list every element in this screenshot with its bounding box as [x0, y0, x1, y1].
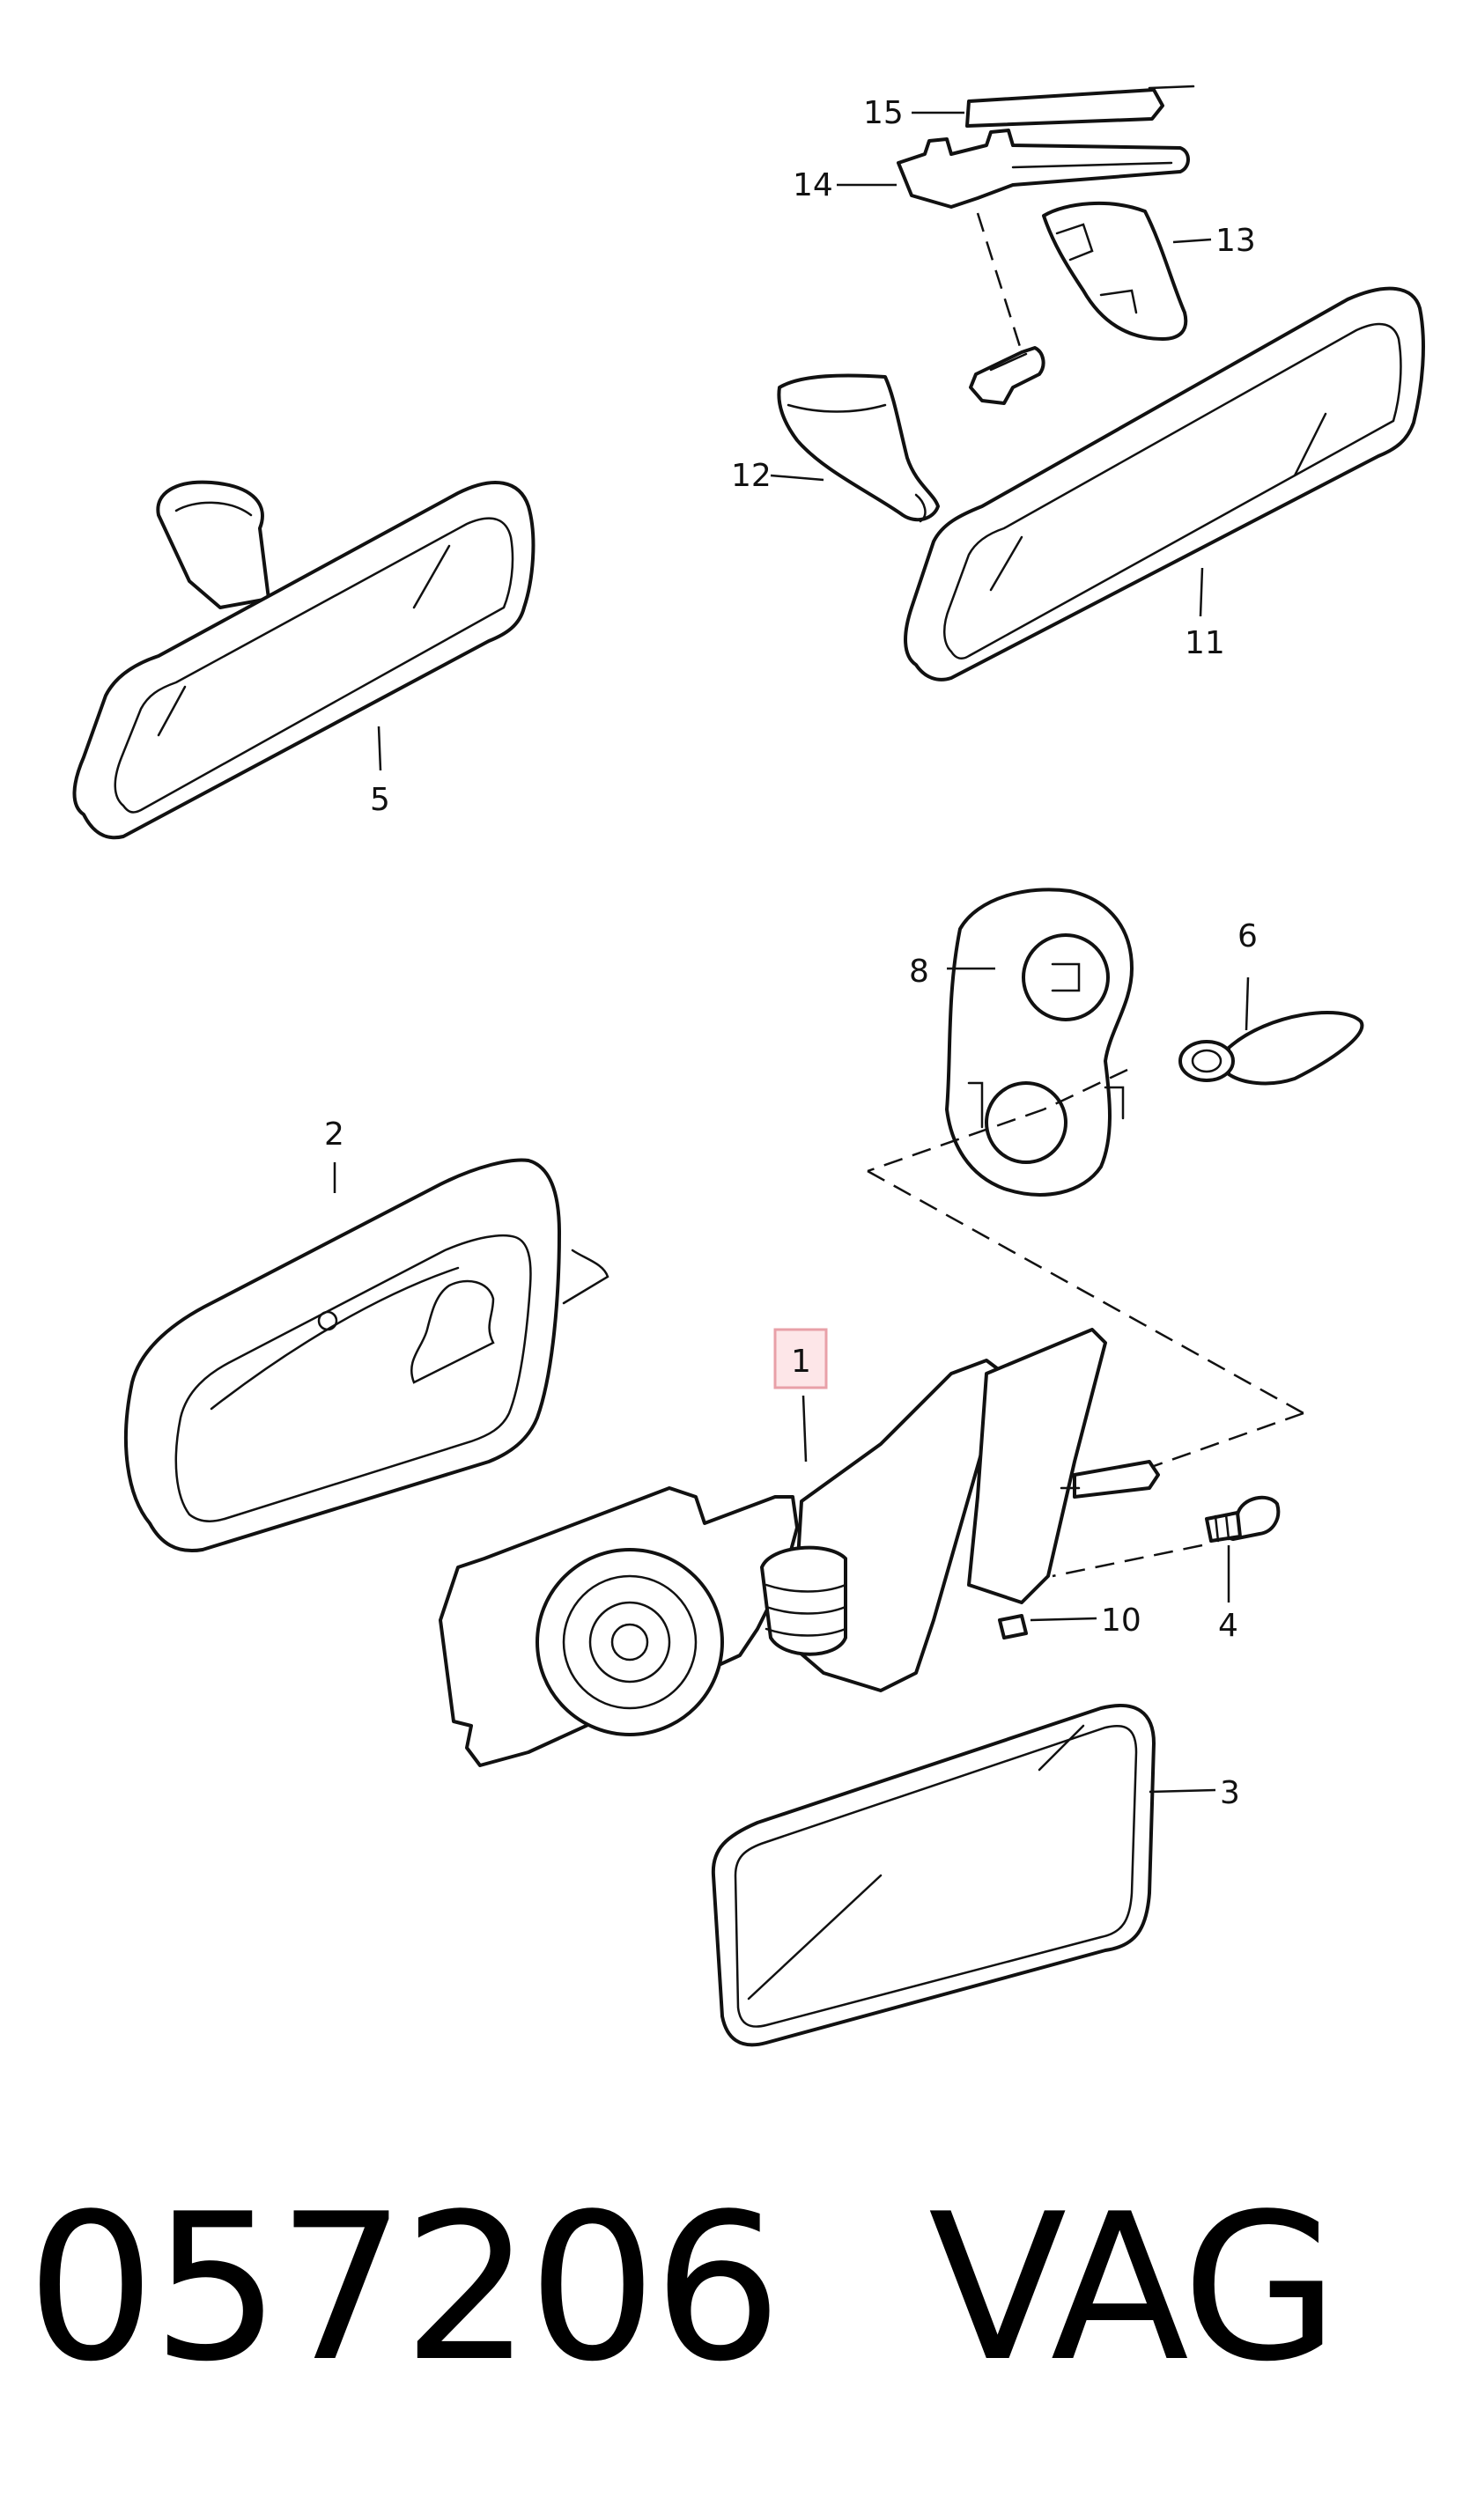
brand-name: VAG: [928, 2171, 1339, 2406]
part-5-interior-mirror: [72, 480, 536, 840]
callout-6: 6: [1237, 918, 1258, 954]
part-1-mirror-assembly: [439, 1328, 1160, 1767]
callouts: 15 14 13 12 11 5 8 6 2 1 10 4 3: [324, 95, 1258, 1811]
callout-12: 12: [731, 458, 772, 494]
callout-5: 5: [370, 782, 390, 818]
callout-1-highlight: [773, 1328, 828, 1389]
callout-10: 10: [1101, 1603, 1141, 1639]
part-number: 057206: [26, 2171, 782, 2406]
footer-caption: 057206 VAG: [26, 2171, 1339, 2406]
part-12-base-cover: [777, 373, 940, 523]
part-13-mount-shell: [1042, 201, 1188, 341]
part-15-adhesive-strip: [965, 85, 1195, 128]
part-3-mirror-glass: [711, 1703, 1156, 2047]
part-2-mirror-housing: [124, 1158, 609, 1553]
callout-11: 11: [1185, 625, 1225, 661]
callout-4: 4: [1218, 1608, 1238, 1644]
callout-1: 1: [791, 1344, 811, 1380]
callout-8: 8: [909, 954, 929, 990]
mount-clip: [969, 346, 1045, 405]
part-6-bulb: [1178, 1011, 1364, 1086]
part-11-interior-mirror: [904, 286, 1425, 682]
part-14-clip: [897, 129, 1190, 209]
callout-15: 15: [863, 95, 904, 131]
callout-13: 13: [1215, 223, 1256, 259]
leader-lines: [333, 111, 1304, 1794]
callout-14: 14: [793, 167, 833, 203]
part-8-mounting-plate: [945, 888, 1134, 1197]
part-4-screw: [1205, 1495, 1281, 1543]
callout-3: 3: [1220, 1775, 1240, 1811]
callout-2: 2: [324, 1116, 344, 1153]
